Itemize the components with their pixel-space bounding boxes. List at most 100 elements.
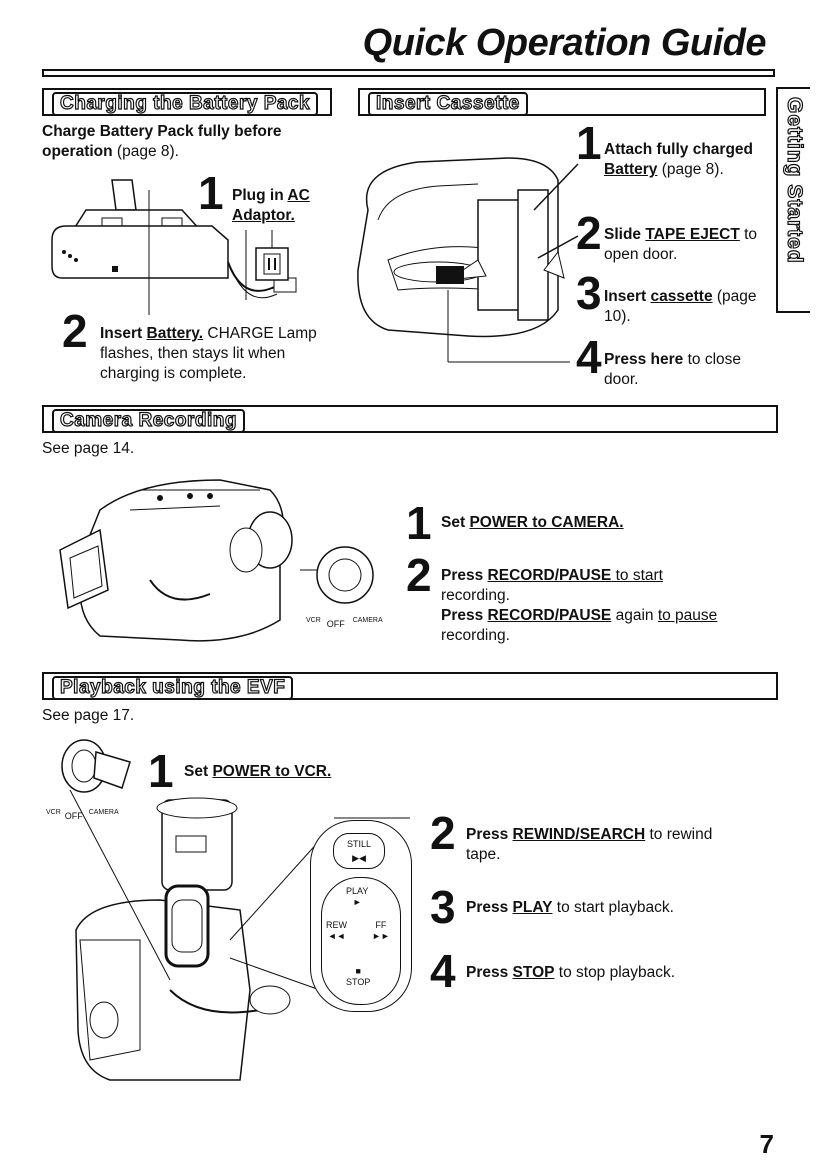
cassette-step2-number: 2 (576, 207, 602, 259)
power-switch-dial-illustration (60, 738, 140, 798)
battery-charger-illustration (52, 170, 322, 310)
cassette-header-label: Insert Cassette (368, 92, 528, 116)
playback-step2-b: REWIND/SEARCH (512, 826, 646, 843)
cassette-step3-number: 3 (576, 267, 602, 319)
cassette-step1-number: 1 (576, 117, 602, 169)
recording-section-header: Camera Recording (42, 405, 778, 433)
playback-step1-number: 1 (148, 745, 174, 797)
fast-forward-icon: ►► (372, 931, 390, 941)
playback-section-header: Playback using the EVF (42, 672, 778, 700)
cassette-step1-b: Battery (604, 161, 658, 178)
playback-step2-a: Press (466, 826, 513, 843)
cassette-step4-a: Press here (604, 351, 684, 368)
still-button-label: STILL (346, 839, 371, 849)
recording-step2-e: Press (441, 607, 488, 624)
playback-step2-c: to rewind tape. (466, 826, 713, 863)
battery-step1-number: 1 (198, 167, 224, 219)
cassette-step1-a: Attach fully charged (604, 141, 753, 158)
cassette-step3-b: cassette (650, 288, 713, 305)
transport-button-cluster: PLAY► REW◄◄ FF►► ■STOP (321, 877, 401, 1005)
playback-step4-c: to stop playback. (554, 964, 676, 981)
title-rule (42, 69, 775, 77)
cassette-step2-text: Slide TAPE EJECT to open door. (604, 225, 774, 265)
recording-header-label: Camera Recording (52, 409, 245, 433)
camcorder-recording-illustration (60, 470, 360, 650)
battery-step2-b: Battery. (146, 325, 204, 342)
playback-step2-text: Press REWIND/SEARCH to rewind tape. (466, 825, 736, 865)
battery-intro-rest: (page 8). (112, 143, 179, 160)
recording-step2-a: Press (441, 567, 488, 584)
still-icon: ▶◀ (352, 853, 366, 863)
recording-step2-d: recording. (441, 587, 510, 604)
cassette-step2-a: Slide (604, 226, 646, 243)
recording-step2-b: RECORD/PAUSE (487, 567, 612, 584)
playback-step3-text: Press PLAY to start playback. (466, 898, 756, 918)
camcorder-playback-illustration (70, 790, 430, 1090)
still-button[interactable]: STILL ▶◀ (333, 833, 385, 869)
recording-step2-g: again (611, 607, 658, 624)
playback-switch-camera: CAMERA (88, 809, 119, 816)
rewind-icon: ◄◄ (327, 931, 346, 941)
rewind-button-label: REW (326, 920, 347, 930)
playback-step1-text: Set POWER to VCR. (184, 762, 404, 782)
playback-step4-a: Press (466, 964, 513, 981)
play-button-label: PLAY (346, 886, 369, 896)
playback-power-switch-labels: VCR OFF CAMERA (46, 806, 119, 821)
cassette-step1-c: (page 8). (657, 161, 724, 178)
recording-step1-a: Set (441, 514, 470, 531)
play-button[interactable]: PLAY► (346, 886, 368, 908)
battery-intro: Charge Battery Pack fully before operati… (42, 122, 342, 162)
battery-intro-bold: Charge Battery Pack fully before operati… (42, 123, 282, 160)
recording-step1-number: 1 (406, 497, 432, 549)
playback-step4-text: Press STOP to stop playback. (466, 963, 756, 983)
side-tab: Getting Started (776, 87, 810, 313)
stop-button[interactable]: ■STOP (346, 966, 370, 988)
cassette-step2-c: to open door. (604, 226, 758, 263)
battery-step1-text: Plug in AC Adaptor. (232, 186, 342, 226)
page-number: 7 (759, 1129, 774, 1159)
fast-forward-button[interactable]: FF►► (372, 920, 390, 942)
page-title: Quick Operation Guide (362, 22, 767, 64)
stop-icon: ■ (355, 966, 361, 976)
recording-switch-vcr: VCR (306, 617, 321, 624)
recording-step2-h: to pause (657, 607, 718, 624)
recording-switch-camera: CAMERA (352, 617, 383, 624)
cassette-step4-b: to close door. (604, 351, 742, 388)
playback-step3-a: Press (466, 899, 513, 916)
cassette-step2-b: TAPE EJECT (645, 226, 740, 243)
fast-forward-button-label: FF (375, 920, 387, 930)
stop-button-label: STOP (346, 977, 371, 987)
battery-step2-c: CHARGE Lamp flashes, then stays lit when… (100, 325, 317, 382)
recording-step2-number: 2 (406, 549, 432, 601)
cassette-section-header: Insert Cassette (358, 88, 766, 116)
recording-step2-c: to start (611, 567, 663, 584)
rewind-button[interactable]: REW◄◄ (326, 920, 347, 942)
playback-step4-b: STOP (512, 964, 555, 981)
play-icon: ► (352, 897, 362, 907)
cassette-step3-a: Insert (604, 288, 651, 305)
battery-step1-b: AC Adaptor. (232, 187, 310, 224)
playback-step1-b: POWER to VCR. (212, 763, 332, 780)
cassette-step3-text: Insert cassette (page 10). (604, 287, 764, 327)
cassette-step1-text: Attach fully charged Battery (page 8). (604, 140, 764, 180)
playback-button-panel: STILL ▶◀ PLAY► REW◄◄ FF►► ■STOP (310, 820, 412, 1012)
recording-step2-text: Press RECORD/PAUSE to start recording. P… (441, 566, 781, 646)
cassette-step4-text: Press here to close door. (604, 350, 774, 390)
battery-step2-text: Insert Battery. CHARGE Lamp flashes, the… (100, 324, 338, 384)
cassette-step4-number: 4 (576, 331, 602, 383)
camcorder-cassette-illustration (348, 140, 588, 370)
side-tab-label: Getting Started (782, 96, 806, 264)
recording-step2-f: RECORD/PAUSE (487, 607, 612, 624)
recording-step1-text: Set POWER to CAMERA. (441, 513, 761, 533)
recording-see-page: See page 14. (42, 440, 135, 457)
playback-step2-number: 2 (430, 807, 456, 859)
battery-step2-number: 2 (62, 305, 88, 357)
recording-power-switch-labels: VCR OFF CAMERA (306, 614, 383, 629)
playback-step4-number: 4 (430, 945, 456, 997)
cassette-step3-c: (page 10). (604, 288, 757, 325)
playback-header-label: Playback using the EVF (52, 676, 294, 700)
playback-step1-a: Set (184, 763, 213, 780)
battery-section-header: Charging the Battery Pack (42, 88, 332, 116)
recording-switch-off: OFF (326, 619, 345, 629)
recording-step1-b: POWER to CAMERA. (469, 514, 624, 531)
